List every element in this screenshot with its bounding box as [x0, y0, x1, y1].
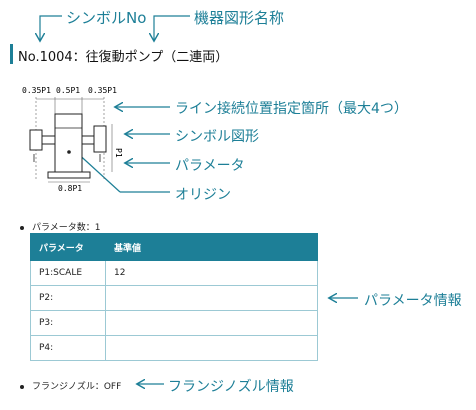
- col-header-base-value: 基準値: [105, 233, 318, 261]
- annotation-symbol-shape: シンボル図形: [175, 129, 259, 145]
- dim-side: P1: [114, 148, 123, 158]
- bullet-dot: [20, 384, 24, 389]
- annotation-flange-info: フランジノズル情報: [168, 379, 294, 395]
- param-count-text: パラメータ数：1: [32, 223, 101, 233]
- table-row: P3:: [30, 310, 318, 336]
- param-name-cell: P3:: [30, 310, 106, 336]
- dim-mid: 0.5P1: [56, 86, 80, 95]
- param-count: パラメータ数：1: [20, 220, 100, 233]
- header-accent-bar: [10, 44, 13, 64]
- table-row: P1:SCALE 12: [30, 260, 318, 286]
- table-header-row: パラメータ 基準値: [30, 233, 318, 261]
- annotation-line-connect: ライン接続位置指定箇所（最大4つ）: [175, 101, 408, 117]
- symbol-title: No.1004：往復動ポンプ（二連両）: [18, 50, 229, 65]
- param-value-cell: [105, 310, 318, 336]
- col-header-parameter: パラメータ: [30, 233, 106, 261]
- dim-bottom: 0.8P1: [58, 184, 82, 193]
- annotation-origin: オリジン: [175, 187, 231, 203]
- param-value-cell: [105, 335, 318, 361]
- param-value-cell: 12: [105, 260, 318, 286]
- param-name-cell: P1:SCALE: [30, 260, 106, 286]
- param-name-cell: P2:: [30, 285, 106, 311]
- annotation-param-info: パラメータ情報: [364, 293, 462, 309]
- bullet-dot: [20, 225, 24, 230]
- param-name-cell: P4:: [30, 335, 106, 361]
- parameter-table: パラメータ 基準値 P1:SCALE 12 P2: P3: P4:: [30, 233, 318, 361]
- pump-symbol-diagram: 0.35P1 0.5P1 0.35P1 P1 0.8P1: [22, 86, 123, 193]
- symbol-no-label: シンボルNo: [66, 9, 147, 27]
- dim-right: 0.35P1: [88, 86, 117, 95]
- table-row: P2:: [30, 285, 318, 311]
- flange-status: フランジノズル：OFF: [20, 379, 121, 392]
- dim-left: 0.35P1: [22, 86, 51, 95]
- param-value-cell: [105, 285, 318, 311]
- annotation-parameter: パラメータ: [175, 158, 245, 174]
- flange-status-text: フランジノズル：OFF: [32, 382, 122, 392]
- table-row: P4:: [30, 335, 318, 361]
- equipment-name-label: 機器図形名称: [194, 9, 285, 27]
